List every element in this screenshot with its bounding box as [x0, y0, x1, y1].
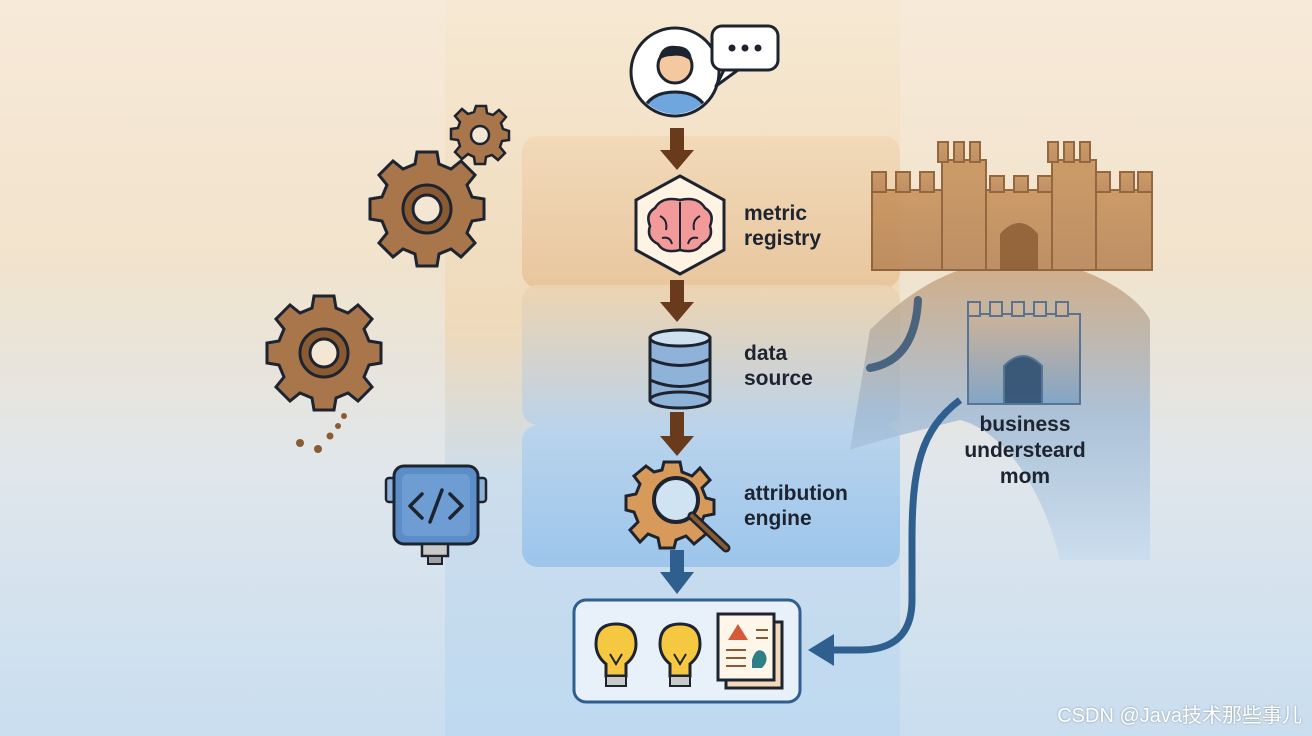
watermark: CSDN @Java技术那些事儿	[1057, 705, 1302, 727]
band-attribution-engine	[522, 425, 900, 567]
step-label-data-source: data source	[744, 341, 813, 391]
return-arrow	[830, 397, 963, 654]
flow-arrows	[660, 128, 694, 456]
step-label-line: data	[744, 342, 788, 365]
castle-connector-top	[866, 296, 922, 372]
step-label-line: attribution	[744, 482, 848, 505]
castle-scene	[850, 141, 1153, 560]
database-icon	[648, 328, 712, 410]
report-document-icon	[716, 612, 784, 690]
code-chip-icon	[384, 464, 488, 565]
castle-label-line: business	[979, 413, 1071, 436]
gear-icon-medium	[265, 294, 383, 412]
lightbulb-icon-2	[658, 622, 702, 687]
step-label-line: metric	[744, 202, 808, 225]
output-arrow	[660, 550, 694, 594]
user-avatar-icon	[629, 26, 721, 118]
step-label-line: engine	[744, 507, 812, 530]
step-label-line: registry	[744, 227, 822, 250]
step-label-line: source	[744, 367, 813, 390]
brain-icon	[634, 174, 726, 276]
return-arrow-head	[808, 634, 834, 666]
castle-label-line: mom	[999, 465, 1051, 488]
speech-bubble-icon	[710, 24, 780, 88]
gear-icon-small	[449, 104, 511, 166]
castle-label-line: understeard	[964, 439, 1086, 462]
step-label-attribution-engine: attribution engine	[744, 481, 848, 531]
magnifier-gear-icon	[624, 460, 731, 553]
step-label-metric-registry: metric registry	[744, 201, 821, 251]
lightbulb-icon	[594, 622, 638, 687]
dotted-trail	[296, 413, 347, 453]
castle-label: business understeard mom	[930, 412, 1120, 490]
gear-icon-large	[368, 150, 486, 268]
